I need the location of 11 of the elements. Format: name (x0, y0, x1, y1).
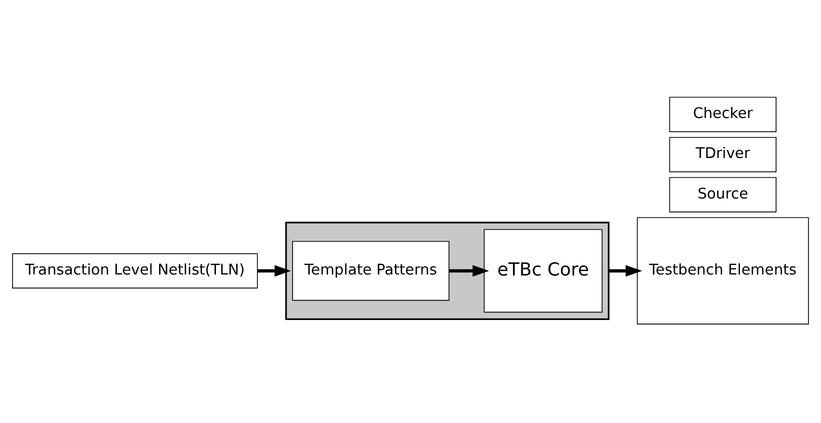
cluster (285, 222, 610, 320)
node-box: TDriver (669, 136, 776, 172)
arrow (258, 265, 291, 277)
arrow (449, 265, 490, 277)
node-box: Source (669, 177, 776, 212)
node-box: eTBc Core (484, 229, 603, 313)
arrow (608, 265, 642, 277)
node-box: Checker (669, 96, 776, 132)
node-box: Transaction Level Netlist(TLN) (12, 253, 258, 288)
node-box: Template Patterns (292, 240, 450, 301)
node-box: Testbench Elements (636, 217, 809, 324)
